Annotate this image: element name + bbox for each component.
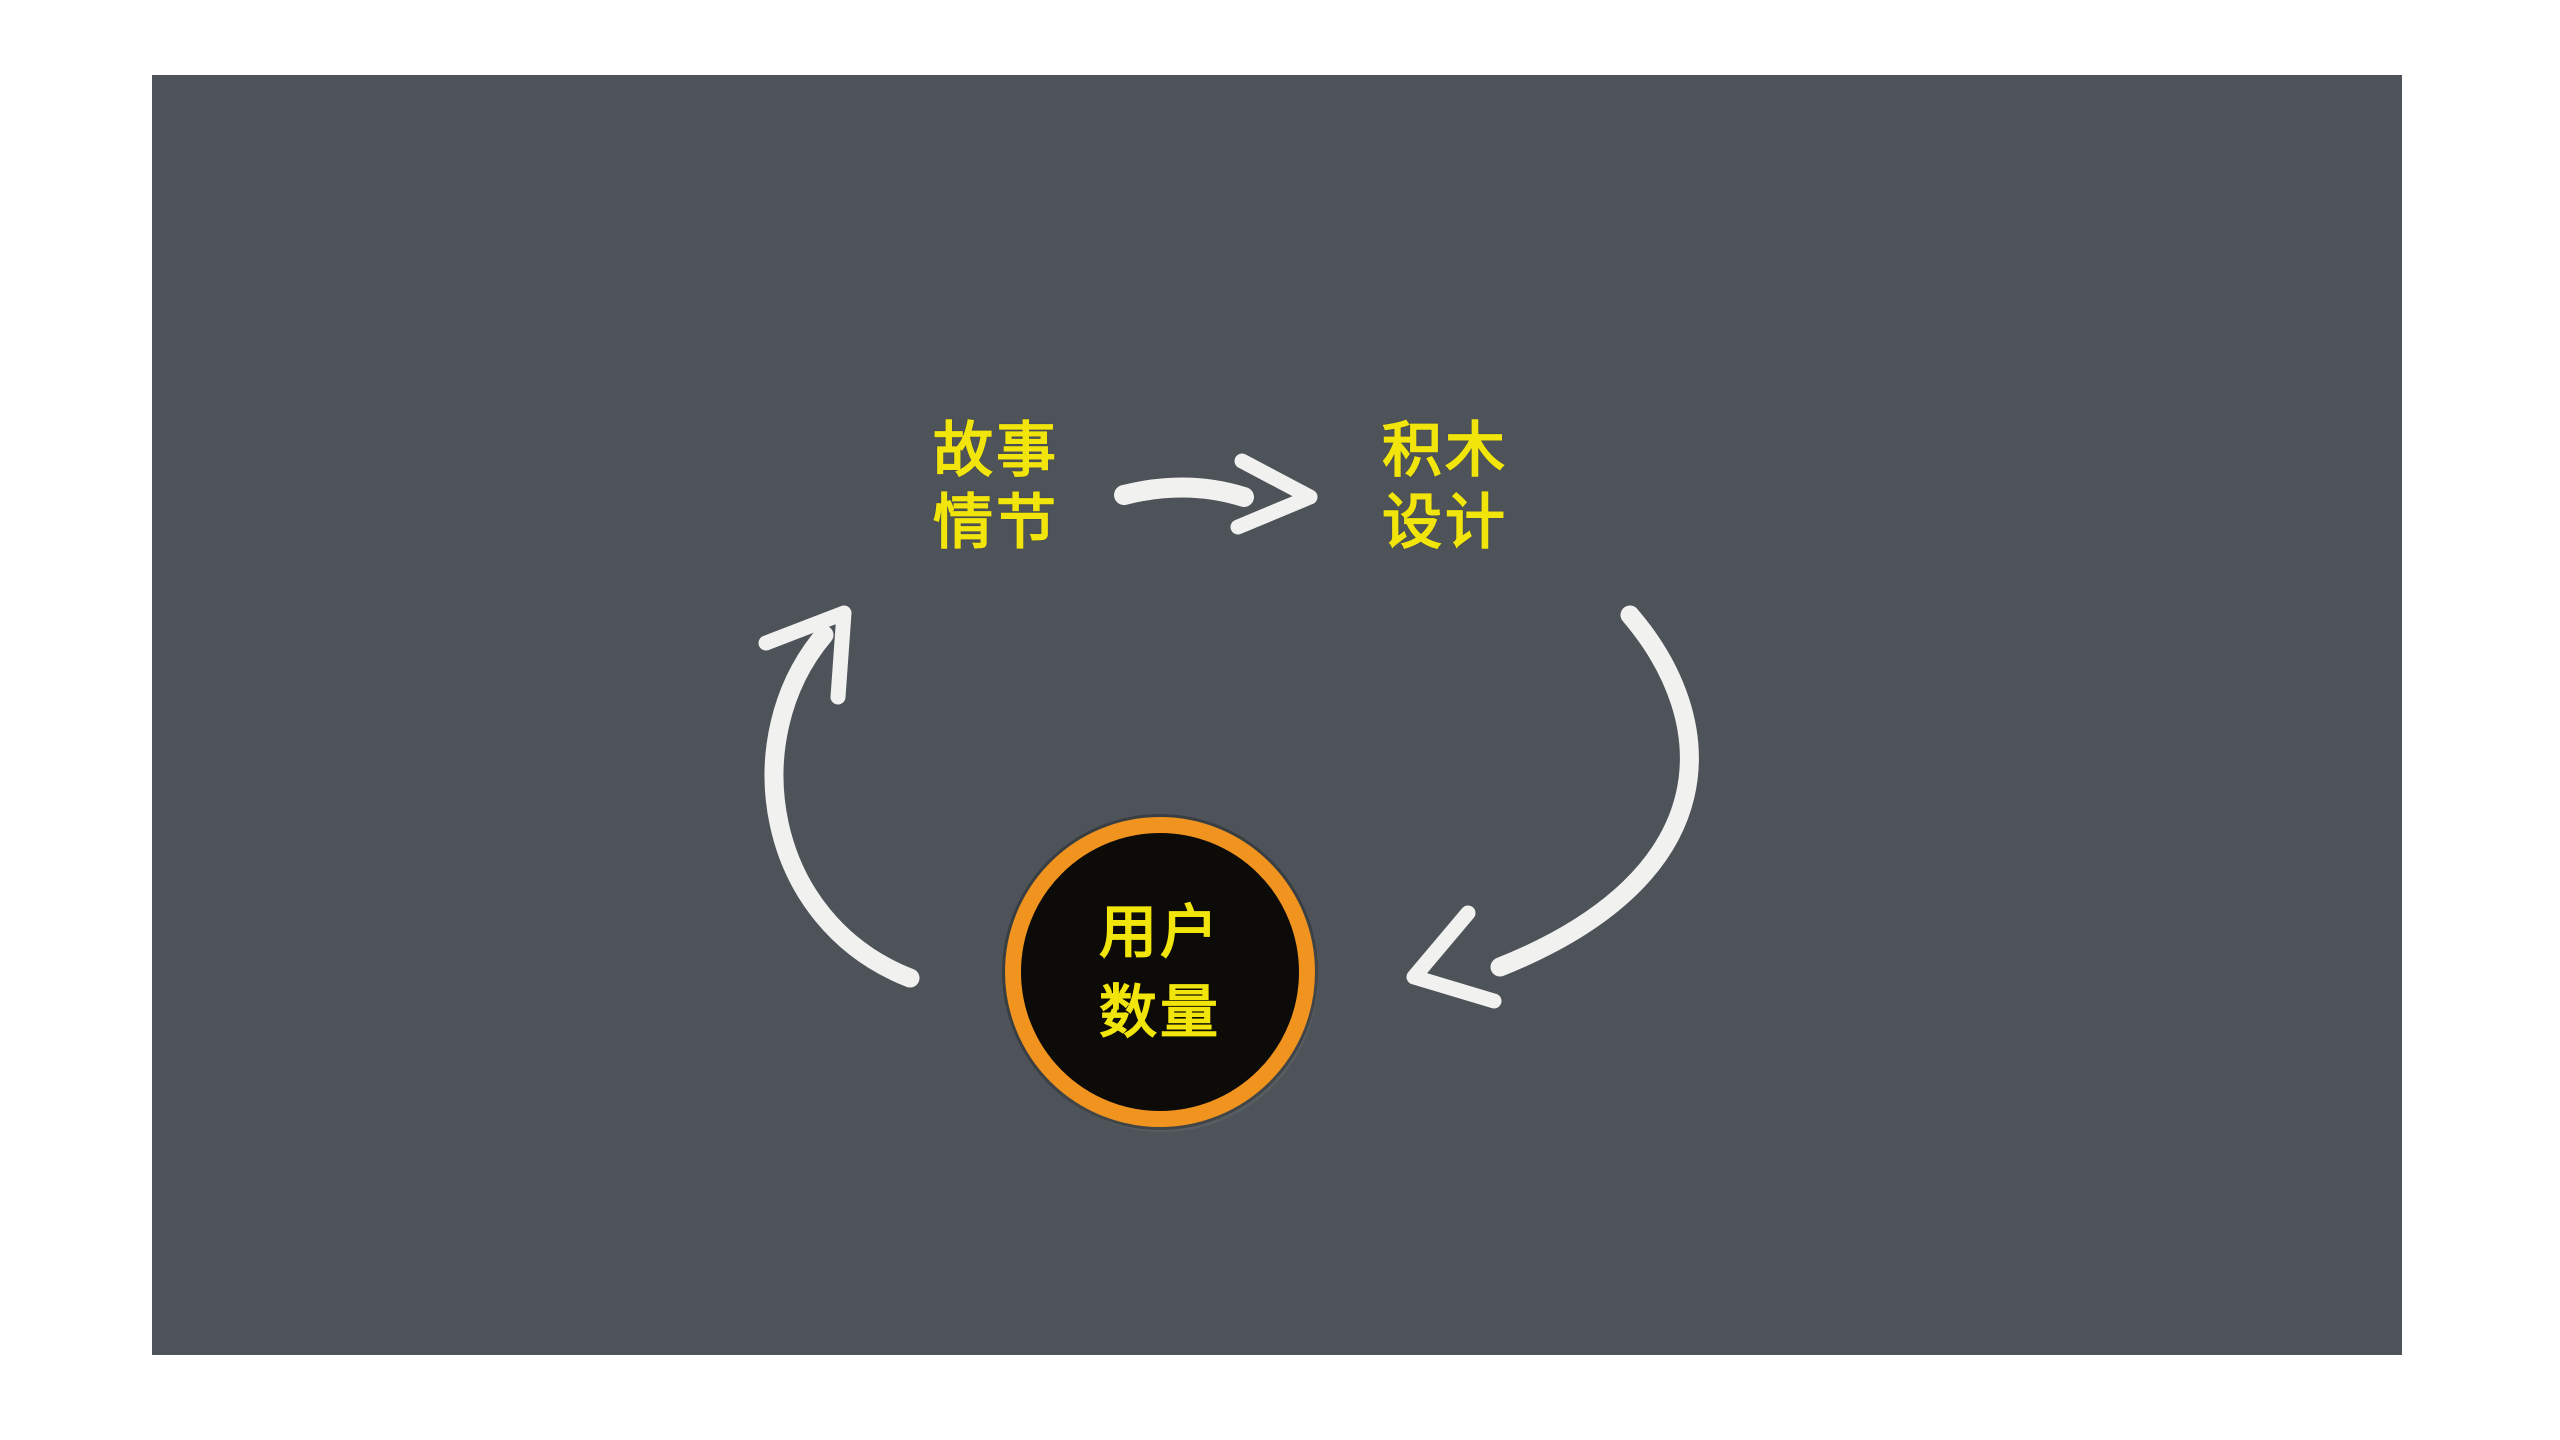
arrow-blocks-to-users-head <box>1406 905 1502 1009</box>
arrow-story-to-blocks-head <box>1230 453 1318 535</box>
node-block-design-line2: 设计 <box>1382 488 1508 558</box>
node-story-plot-line1: 故事 <box>933 416 1059 486</box>
cycle-arrows <box>758 453 1699 1009</box>
node-user-count-line2: 数量 <box>1098 978 1221 1046</box>
arrow-story-to-blocks-shaft <box>1114 477 1254 507</box>
arrow-users-to-story-head <box>758 605 852 705</box>
slide-canvas: 故事 情节 积木 设计 用户 数量 <box>152 75 2402 1355</box>
node-block-design-line1: 积木 <box>1382 416 1508 486</box>
node-user-count-circle: 用户 数量 <box>1005 817 1315 1127</box>
arrow-blocks-to-users-shaft <box>1490 605 1699 977</box>
node-block-design: 积木 设计 <box>1335 415 1555 559</box>
node-user-count-line1: 用户 <box>1098 898 1221 966</box>
arrow-users-to-story-shaft <box>764 625 920 988</box>
node-story-plot-line2: 情节 <box>933 488 1059 558</box>
node-story-plot: 故事 情节 <box>886 415 1106 559</box>
